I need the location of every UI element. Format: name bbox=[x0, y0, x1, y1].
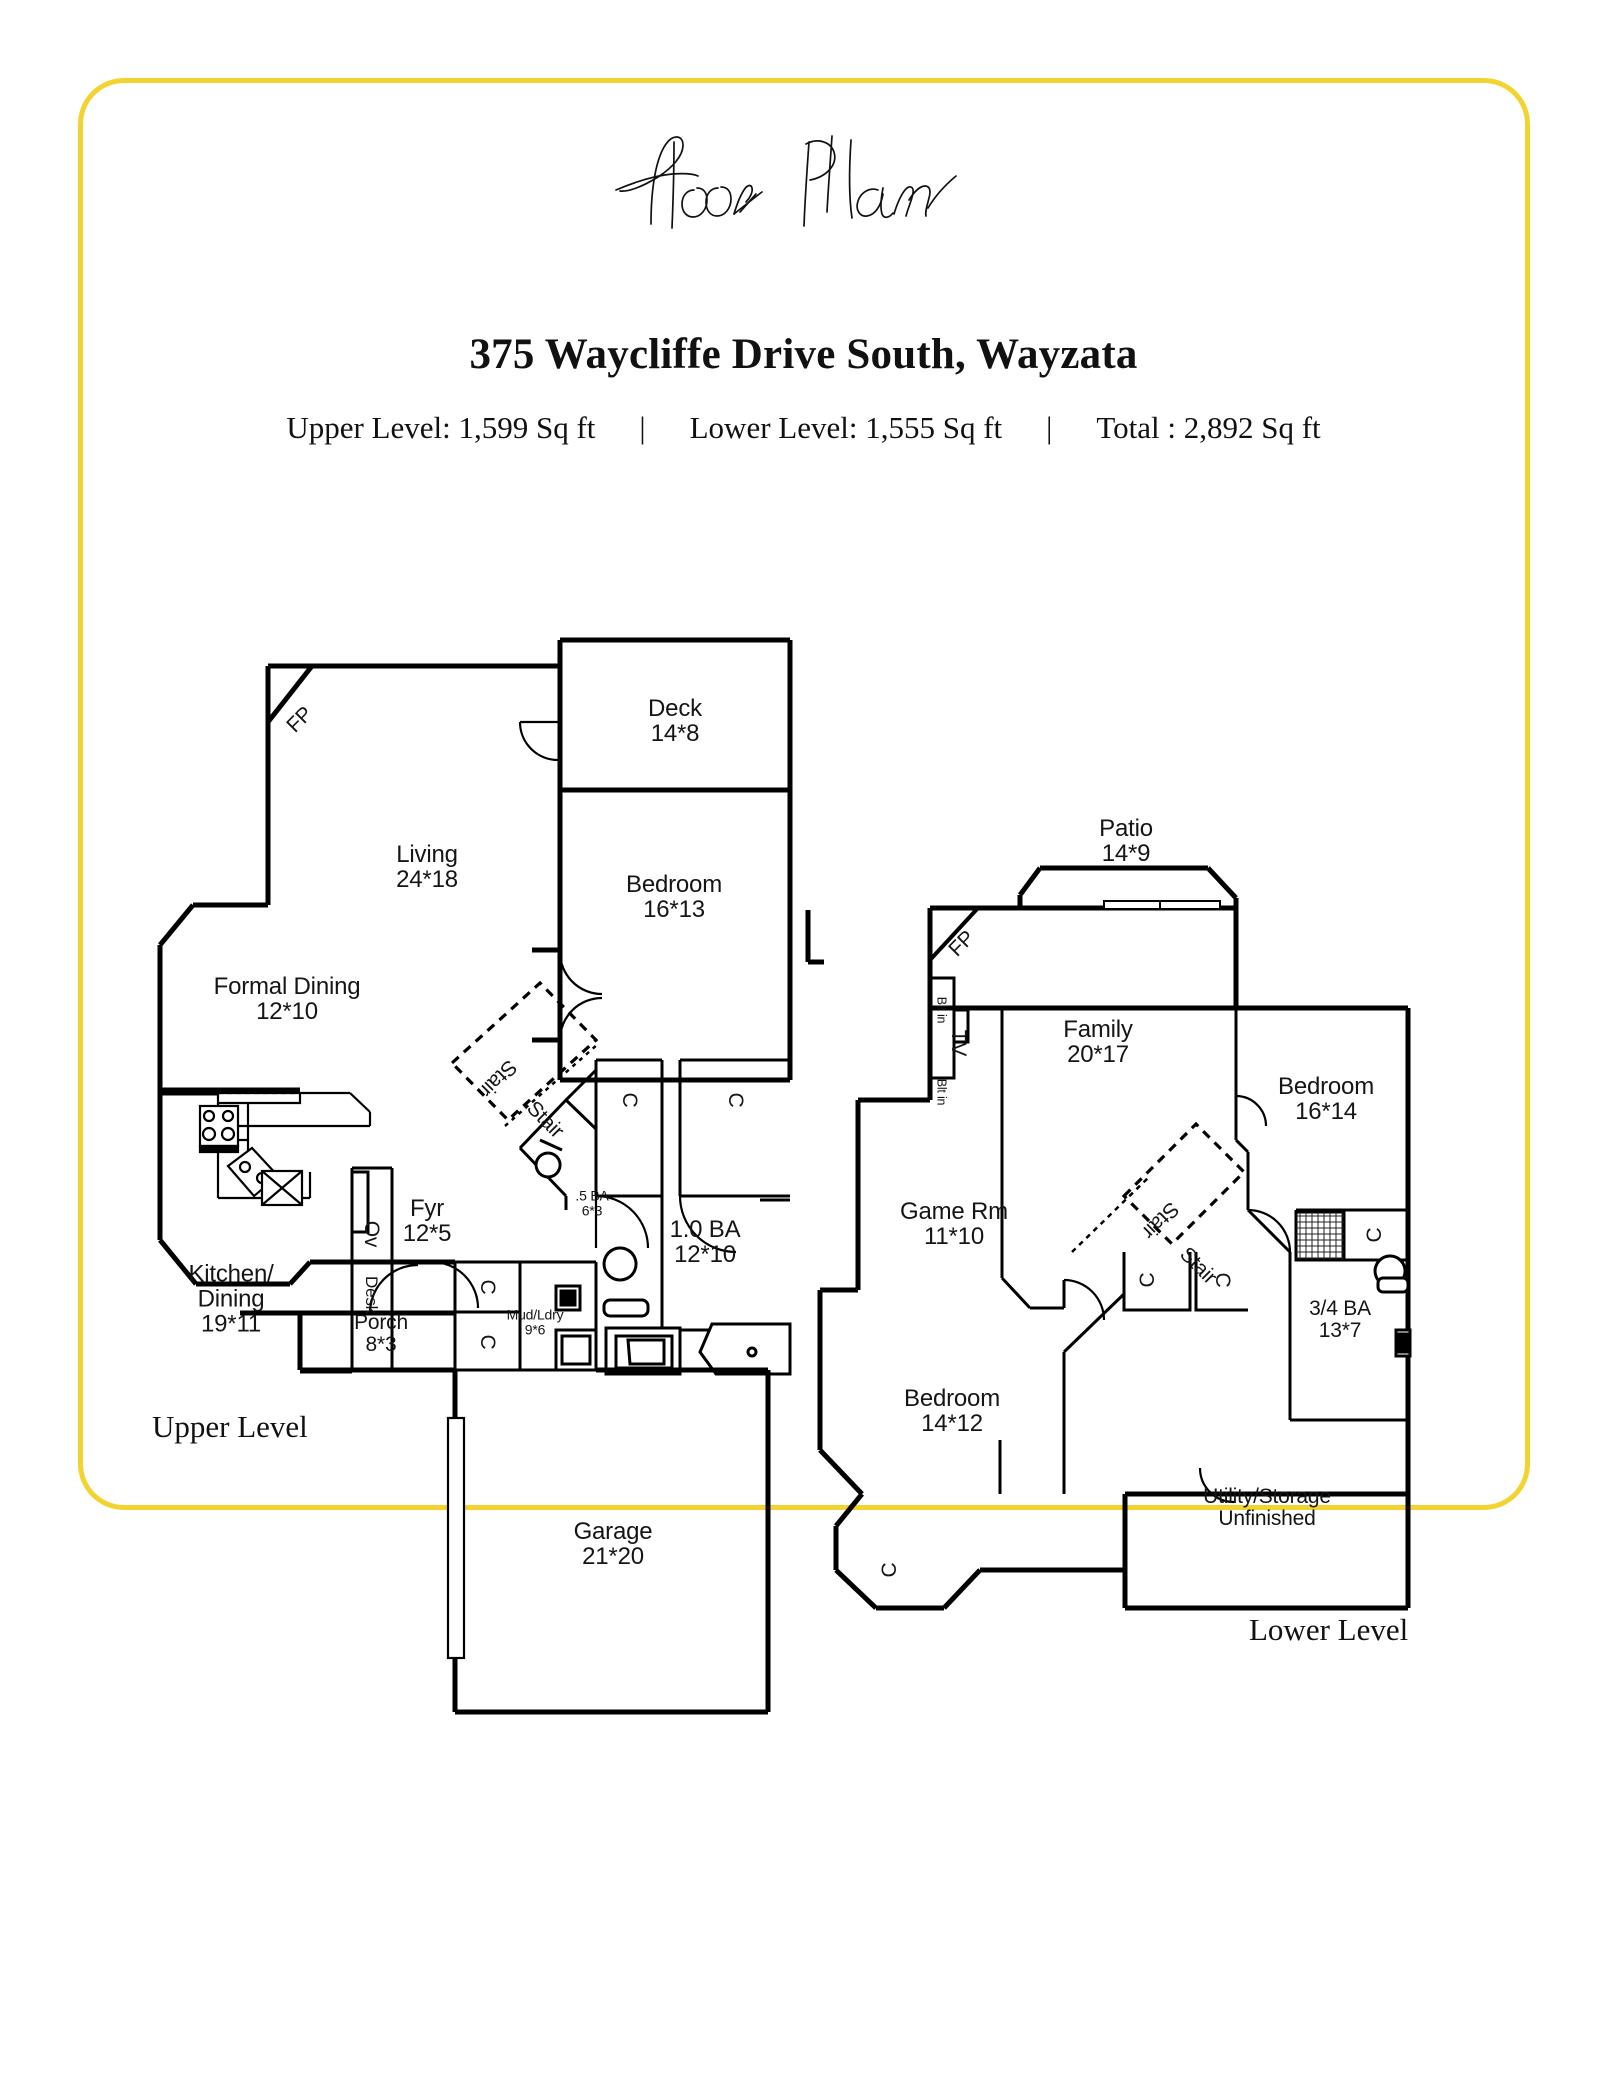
room-label-bedroom-lower-left: Bedroom 14*12 bbox=[904, 1385, 1000, 1437]
builtin-label-top: Blt in bbox=[934, 996, 949, 1024]
total-area: Total : 2,892 Sq ft bbox=[1096, 410, 1321, 445]
room-label-three-quarter-bath: 3/4 BA 13*7 bbox=[1309, 1297, 1371, 1342]
room-label-patio: Patio 14*9 bbox=[1099, 815, 1153, 867]
area-summary: Upper Level: 1,599 Sq ft | Lower Level: 1,… bbox=[0, 410, 1607, 446]
property-address: 375 Waycliffe Drive South, Wayzata bbox=[469, 331, 1138, 378]
room-label-living: Living 24*18 bbox=[396, 841, 458, 893]
room-label-deck: Deck 14*8 bbox=[648, 695, 702, 747]
upper-level-caption: Upper Level bbox=[152, 1409, 308, 1444]
room-label-full-bath: 1.0 BA 12*10 bbox=[669, 1216, 741, 1268]
room-label-family: Family 20*17 bbox=[1063, 1016, 1133, 1068]
room-label-utility-storage: Utility/Storage Unfinished bbox=[1203, 1485, 1331, 1530]
area-divider-2: | bbox=[1046, 410, 1053, 445]
room-label-bedroom-upper: Bedroom 16*13 bbox=[626, 871, 722, 923]
closet-label-l3: C bbox=[1363, 1227, 1387, 1243]
room-label-garage: Garage 21*20 bbox=[573, 1518, 653, 1570]
closet-label-u2: C bbox=[723, 1092, 747, 1108]
room-label-half-bath: .5 BA 6*3 bbox=[575, 1187, 609, 1218]
oven-label: Ov bbox=[359, 1220, 383, 1248]
closet-label-u3: C bbox=[475, 1279, 499, 1295]
room-label-bedroom-lower-right: Bedroom 16*14 bbox=[1278, 1073, 1374, 1125]
lower-level-area: Lower Level: 1,555 Sq ft bbox=[689, 410, 1003, 445]
tv-label: TV bbox=[946, 1029, 970, 1057]
room-label-game-room: Game Rm 11*10 bbox=[900, 1198, 1008, 1250]
closet-label-l1: C bbox=[1136, 1272, 1160, 1288]
room-label-kitchen-dining: Kitchen/ Dining 19*11 bbox=[188, 1260, 274, 1338]
closet-label-u4: C bbox=[475, 1334, 499, 1350]
room-label-mud-laundry: Mud/Ldry 9*6 bbox=[506, 1306, 564, 1337]
closet-label-l4: C bbox=[878, 1562, 902, 1578]
lower-level-caption: Lower Level bbox=[1249, 1612, 1409, 1647]
builtin-label-bottom: Blt in bbox=[934, 1078, 949, 1106]
closet-label-l2: C bbox=[1210, 1272, 1234, 1288]
area-divider-1: | bbox=[639, 410, 646, 445]
upper-level-area: Upper Level: 1,599 Sq ft bbox=[286, 410, 596, 445]
room-label-formal-dining: Formal Dining 12*10 bbox=[213, 973, 361, 1025]
room-label-porch: Porch 8*3 bbox=[354, 1311, 408, 1356]
desk-label: Desk bbox=[361, 1276, 381, 1314]
closet-label-u1: C bbox=[617, 1092, 641, 1108]
page-title-script bbox=[0, 128, 1607, 238]
room-label-fyr: Fyr 12*5 bbox=[402, 1195, 452, 1247]
